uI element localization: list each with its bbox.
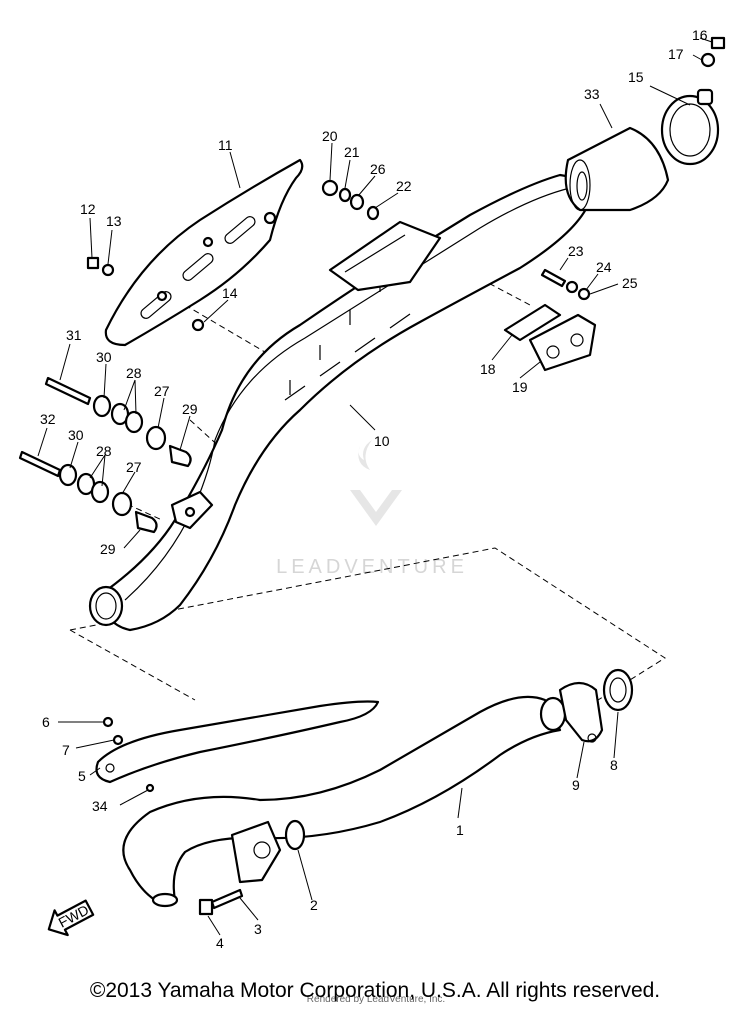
callout-14: 14 [222, 285, 238, 301]
callout-32: 32 [40, 411, 56, 427]
rendered-by-watermark: Rendered by LeadVenture, Inc. [307, 994, 445, 1005]
bracket-18 [503, 303, 562, 342]
callout-19: 19 [512, 379, 528, 395]
fwd-arrow-icon: FWD [47, 899, 95, 937]
leader-lines [37, 37, 713, 936]
callout-13: 13 [106, 213, 122, 229]
callout-16: 16 [692, 27, 708, 43]
gasket-2 [284, 819, 306, 851]
callout-3: 3 [254, 921, 262, 937]
pipe-protector-5 [95, 700, 380, 784]
callout-24: 24 [596, 259, 612, 275]
pipe-flange-3 [230, 820, 282, 884]
callout-18: 18 [480, 361, 496, 377]
leadventure-logo-icon [350, 490, 402, 526]
clamp-band-15 [660, 88, 720, 166]
callout-labels: 16 17 15 33 11 12 13 14 20 21 26 22 23 2… [40, 27, 708, 951]
mount-hardware-lower [18, 450, 158, 534]
callout-1: 1 [456, 822, 464, 838]
callout-31: 31 [66, 327, 82, 343]
callout-20: 20 [322, 128, 338, 144]
callout-7: 7 [62, 742, 70, 758]
callout-27a: 27 [154, 383, 170, 399]
exhaust-pipe-1 [122, 695, 567, 908]
copyright-notice: ©2013 Yamaha Motor Corporation, U.S.A. A… [89, 979, 661, 1002]
callout-27b: 27 [126, 459, 142, 475]
callout-23: 23 [568, 243, 584, 259]
callout-8: 8 [610, 757, 618, 773]
callout-26: 26 [370, 161, 386, 177]
callout-11: 11 [218, 137, 233, 153]
screw-6-washer-7 [102, 716, 124, 746]
callout-2: 2 [310, 897, 318, 913]
clip-34 [145, 783, 155, 793]
callout-6: 6 [42, 714, 50, 730]
callout-22: 22 [396, 178, 412, 194]
callout-21: 21 [344, 144, 360, 160]
joint-clamp-9 [558, 681, 604, 743]
damper-19 [528, 313, 597, 372]
washers-20-21-26-22 [321, 179, 380, 221]
callout-29b: 29 [100, 541, 116, 557]
bolt-23-washers-24-25 [540, 268, 591, 301]
grommet-14 [191, 318, 205, 332]
heat-guard-11 [104, 158, 304, 347]
callout-25: 25 [622, 275, 638, 291]
leadventure-watermark: LEADVENTURE [276, 440, 468, 578]
gasket-ring-8 [602, 668, 634, 712]
callout-30a: 30 [96, 349, 112, 365]
callout-10: 10 [374, 433, 390, 449]
callout-15: 15 [628, 69, 644, 85]
callout-9: 9 [572, 777, 580, 793]
muffler-body-10 [88, 173, 592, 632]
silencer-end-33 [564, 126, 670, 212]
callout-29a: 29 [182, 401, 198, 417]
callout-33: 33 [584, 86, 600, 102]
callout-34: 34 [92, 798, 108, 814]
callout-5: 5 [78, 768, 86, 784]
callout-30b: 30 [68, 427, 84, 443]
callout-12: 12 [80, 201, 96, 217]
callout-17: 17 [668, 46, 684, 62]
callout-4: 4 [216, 935, 224, 951]
flame-icon [358, 440, 372, 470]
stud-nut-4 [198, 888, 244, 916]
bolt-12-washer-13 [86, 256, 115, 277]
watermark-brand: LEADVENTURE [276, 556, 468, 578]
callout-28a: 28 [126, 365, 142, 381]
callout-28b: 28 [96, 443, 112, 459]
